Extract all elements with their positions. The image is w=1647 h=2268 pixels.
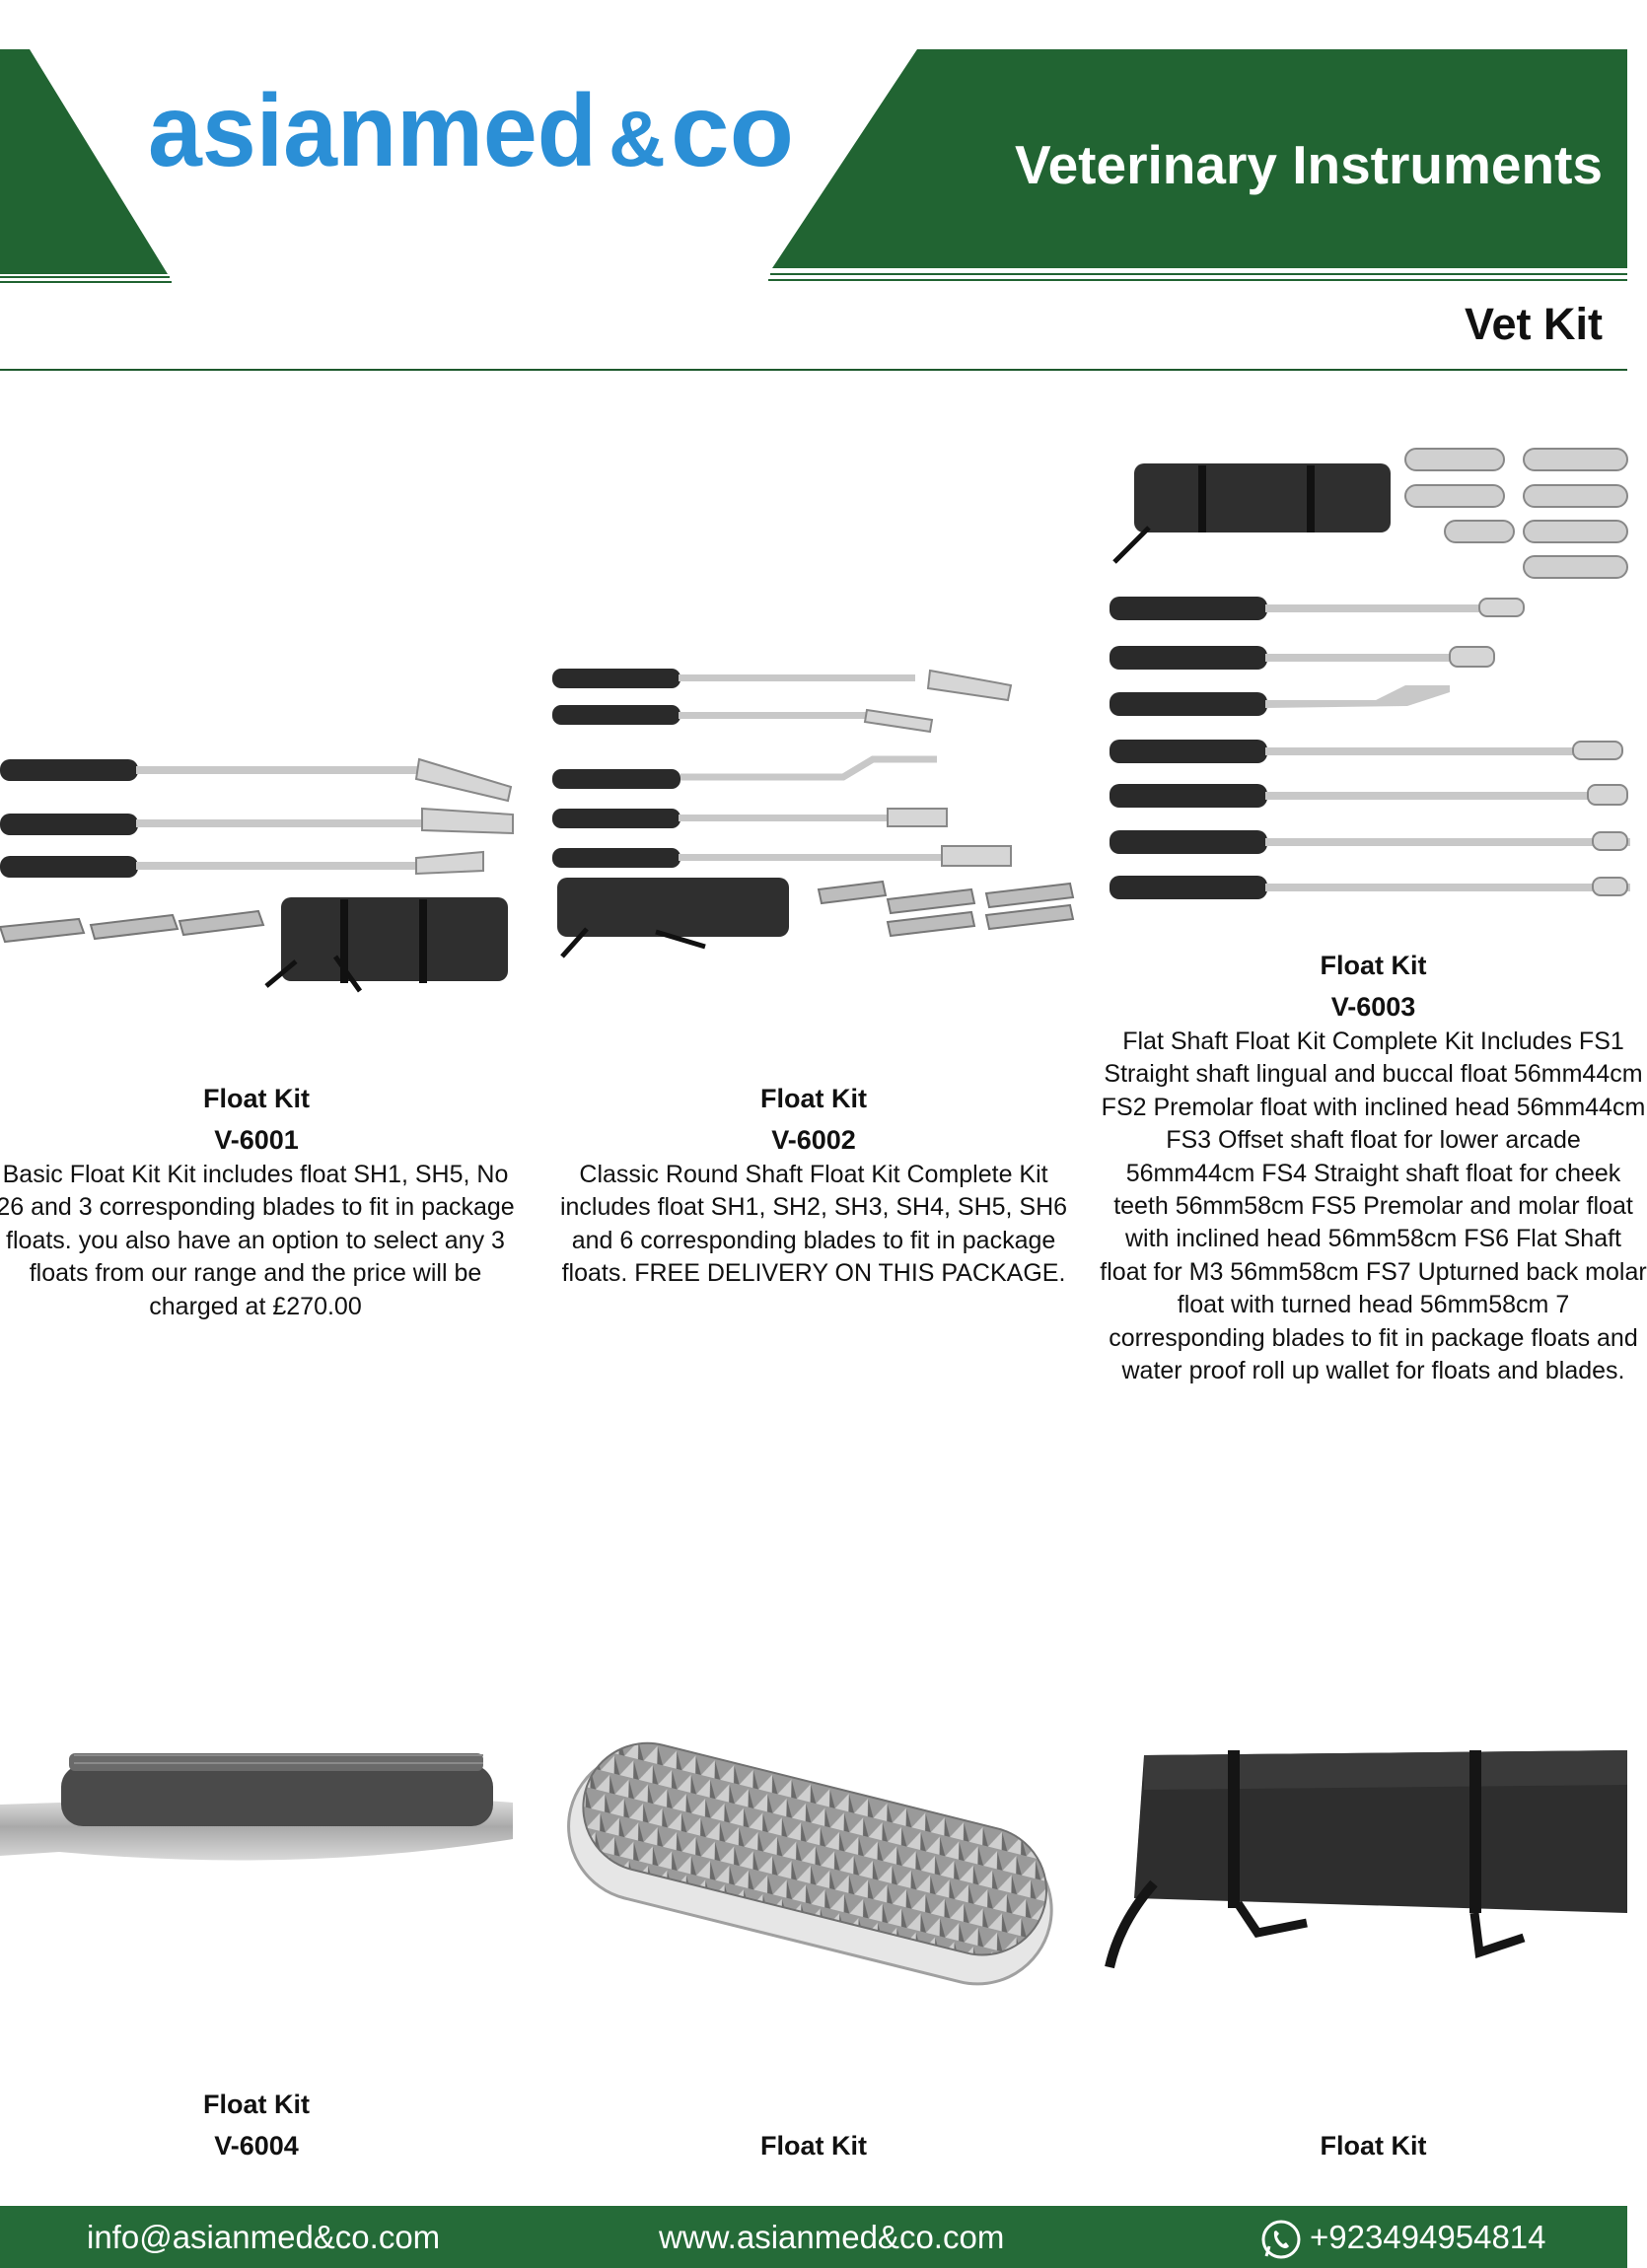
footer-email-link[interactable]: info@asianmed&co.com: [87, 2219, 441, 2255]
product-card-v6002: Float Kit V-6002 Classic Round Shaft Flo…: [547, 631, 1080, 1321]
product-code: V-6004: [214, 2131, 299, 2161]
brand-logo: asianmed & co: [148, 74, 794, 188]
product-name: Float Kit: [203, 1084, 310, 1113]
float-kit-floats-blades-wallet-icon: [0, 690, 514, 993]
header-banner: [0, 49, 1627, 283]
float-kit-floats-blades-wallet-icon: [1110, 434, 1630, 907]
brand-logo-main: asianmed: [148, 74, 597, 188]
product-card-v6004: Float Kit V-6004: [0, 1726, 523, 2179]
float-blade-closeup-icon: [0, 1726, 523, 1903]
product-name: Float Kit: [203, 2090, 310, 2119]
product-card-v6003: Float Kit V-6003 Flat Shaft Float Kit Co…: [1100, 434, 1647, 1459]
footer-phone-link[interactable]: +923494954814: [1310, 2219, 1546, 2255]
product-description: Classic Round Shaft Float Kit Complete K…: [559, 1161, 1068, 1288]
product-code: V-6001: [214, 1125, 299, 1155]
float-blade-icon: [547, 1726, 1080, 1986]
product-description: Basic Float Kit Kit includes float SH1, …: [0, 1161, 515, 1320]
brand-logo-ampersand: &: [609, 95, 666, 182]
header-title: Veterinary Instruments: [1014, 134, 1603, 195]
product-code: V-6003: [1330, 992, 1416, 1022]
product-code: V-6002: [771, 1125, 856, 1155]
product-name: Float Kit: [760, 2131, 867, 2161]
brand-logo-co: co: [671, 74, 794, 188]
product-description: Flat Shaft Float Kit Complete Kit Includ…: [1100, 1028, 1647, 1385]
product-card-wallet: Float Kit: [1100, 1726, 1627, 2179]
product-card-v6001: Float Kit V-6001 Basic Float Kit Kit inc…: [0, 631, 515, 1321]
footer-bar: [0, 2206, 1627, 2268]
whatsapp-icon: [1261, 2220, 1301, 2259]
product-name: Float Kit: [1320, 951, 1427, 980]
float-kit-floats-blades-wallet-icon: [547, 661, 1080, 976]
product-name: Float Kit: [760, 1084, 867, 1113]
footer-website-link[interactable]: www.asianmed&co.com: [659, 2219, 1005, 2255]
product-name: Float Kit: [1320, 2131, 1427, 2161]
section-divider: [0, 369, 1627, 371]
section-title: Vet Kit: [1464, 299, 1603, 349]
roll-up-wallet-icon: [1100, 1726, 1627, 1982]
product-card-float-blade: Float Kit: [547, 1726, 1080, 2179]
